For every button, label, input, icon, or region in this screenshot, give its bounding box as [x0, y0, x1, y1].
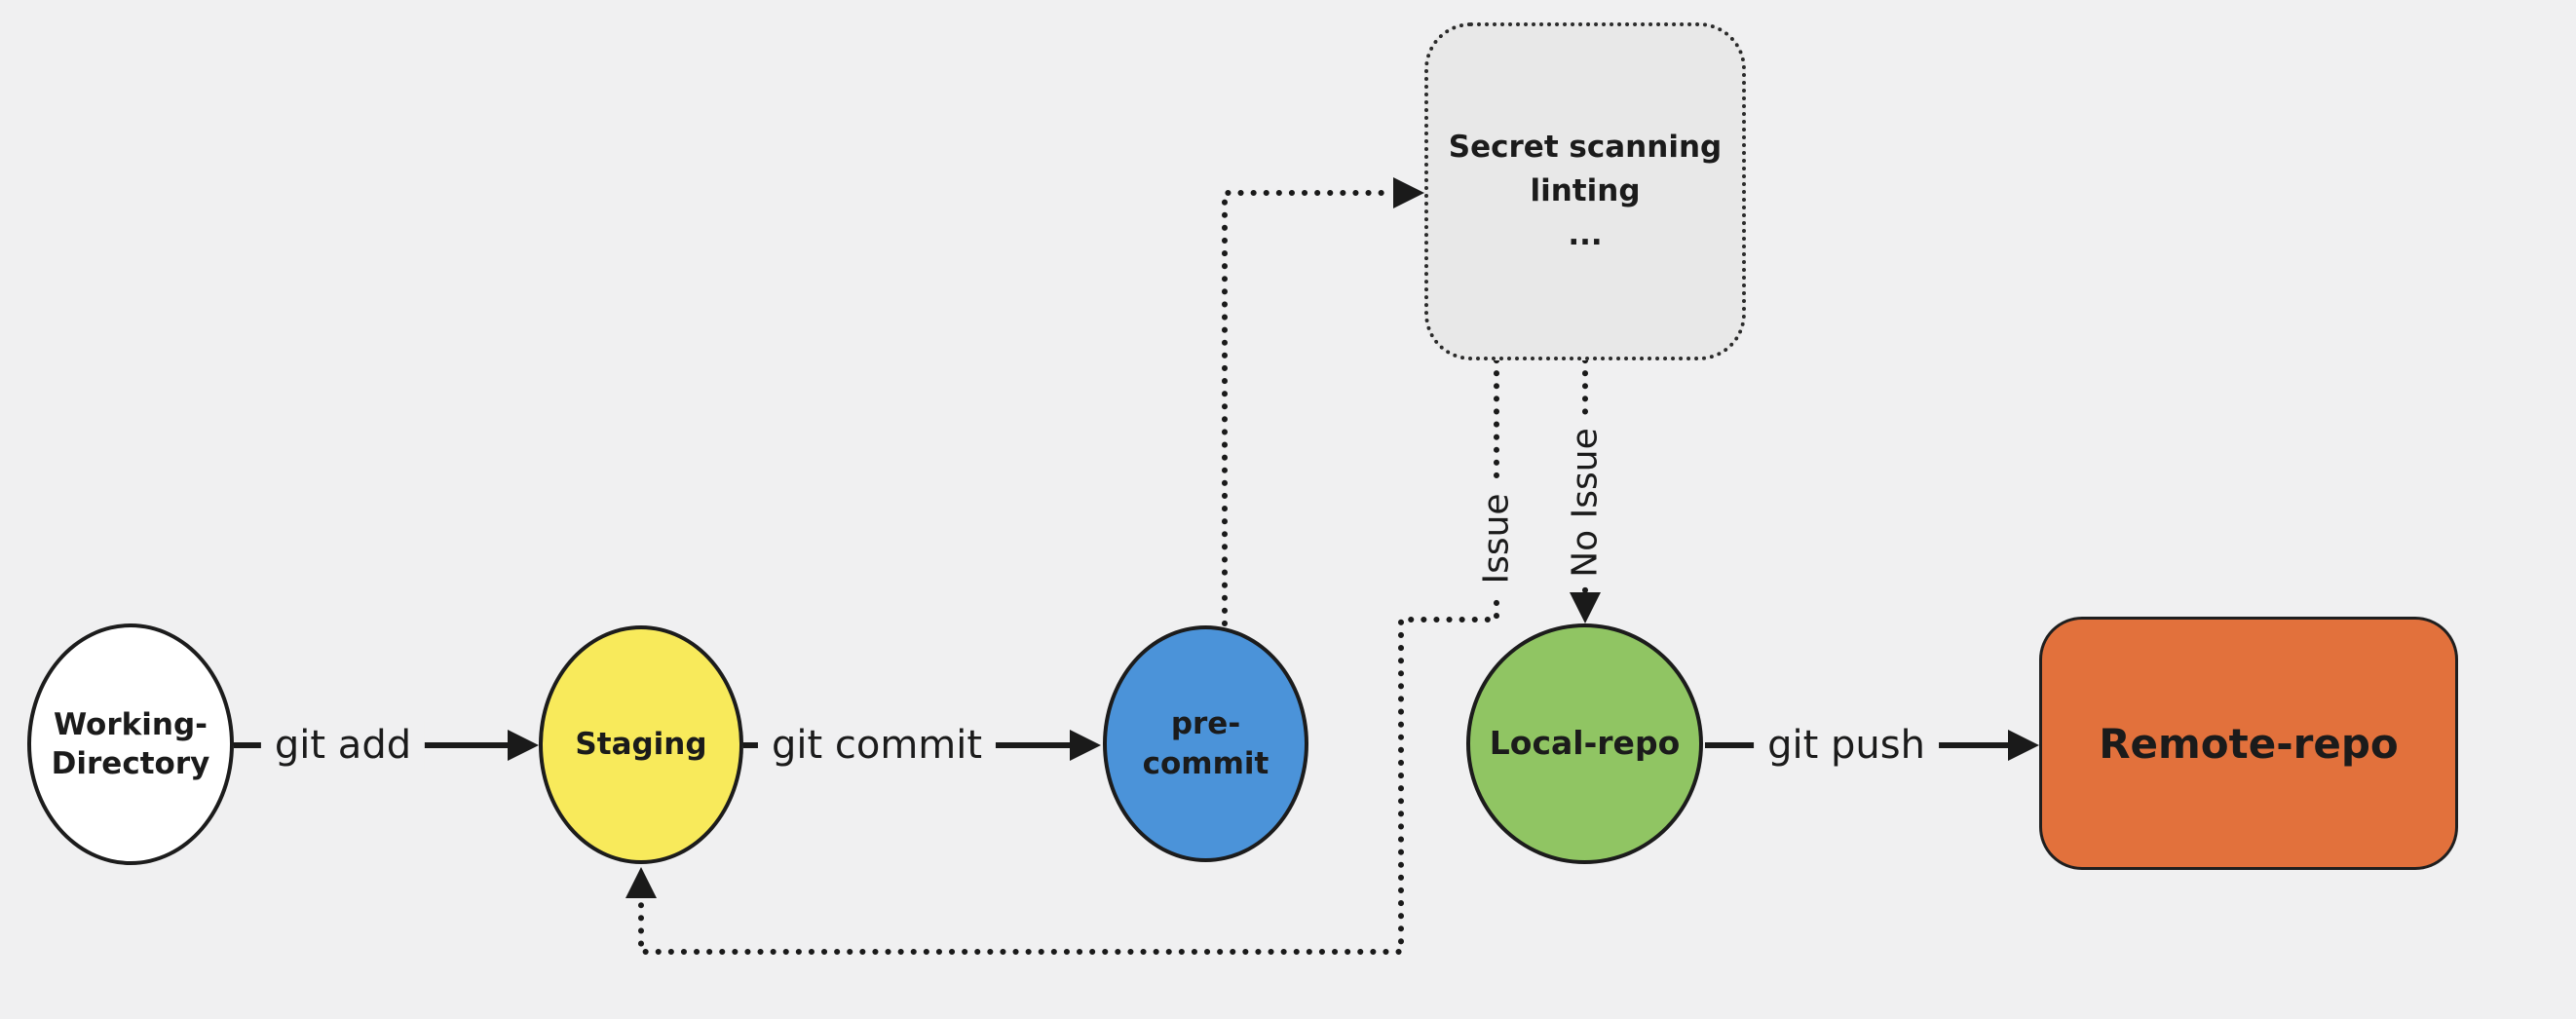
node-secret-scanning: Secret scanning linting ... — [1424, 22, 1746, 360]
node-secret-scanning-label-line3: ... — [1568, 216, 1603, 252]
node-working-directory-label-line2: Directory — [51, 746, 210, 781]
edge-issue-arrowhead — [625, 867, 657, 898]
node-remote-repo: Remote-repo — [2039, 617, 2458, 870]
edge-label-issue: Issue — [1474, 483, 1519, 594]
node-local-repo: Local-repo — [1466, 623, 1703, 864]
node-secret-scanning-label-line1: Secret scanning — [1448, 130, 1723, 166]
node-working-directory: Working- Directory — [27, 623, 234, 865]
node-local-repo-label: Local-repo — [1489, 724, 1681, 763]
edge-label-no-issue: No Issue — [1563, 418, 1608, 587]
edge-label-git-commit: git commit — [757, 721, 997, 770]
node-pre-commit: pre- commit — [1103, 625, 1308, 862]
edge-issue-line — [638, 358, 1499, 955]
edge-git-commit-arrowhead — [1070, 730, 1101, 761]
node-pre-commit-label-line2: commit — [1142, 745, 1269, 781]
node-remote-repo-label: Remote-repo — [2099, 719, 2399, 768]
edge-no-issue-arrowhead — [1570, 592, 1601, 623]
edge-label-git-push: git push — [1754, 721, 1939, 770]
node-secret-scanning-label-line2: linting — [1530, 173, 1641, 209]
edge-check-arrowhead — [1393, 177, 1424, 208]
edge-git-push-arrowhead — [2008, 730, 2039, 761]
edge-git-add-arrowhead — [508, 730, 539, 761]
node-working-directory-label-line1: Working- — [53, 706, 208, 742]
node-pre-commit-label-line1: pre- — [1170, 706, 1241, 742]
node-staging-label: Staging — [575, 727, 707, 763]
edge-check-line — [1222, 190, 1394, 626]
node-staging: Staging — [539, 625, 743, 864]
edge-label-git-add: git add — [260, 721, 426, 770]
